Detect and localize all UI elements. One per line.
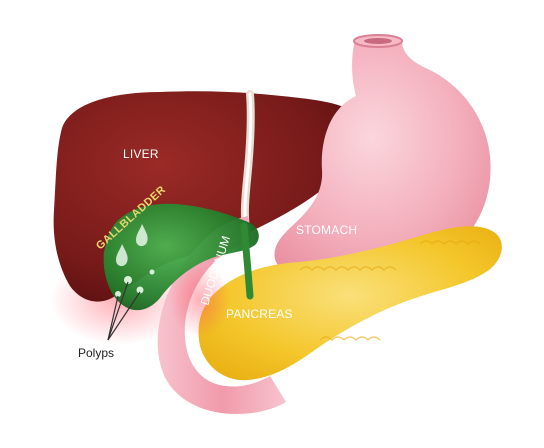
polyp-4 — [149, 269, 155, 275]
stomach-shape — [274, 40, 491, 284]
duodenum-glow — [170, 262, 230, 338]
bile-drop-2 — [116, 244, 128, 267]
liver-label: LIVER — [123, 147, 159, 161]
pancreas-texture — [299, 240, 481, 342]
polyps-label: Polyps — [78, 346, 114, 360]
polyp-2 — [136, 286, 144, 294]
falciform-highlight — [243, 92, 253, 230]
polyps-pointer-lines — [107, 281, 141, 341]
bile-drop-1 — [136, 224, 148, 247]
pancreas-label: PANCREAS — [226, 307, 293, 321]
polyp-3 — [115, 291, 121, 297]
stomach-label: STOMACH — [296, 223, 357, 237]
esophagus-lumen — [364, 38, 392, 44]
bile-duct — [240, 222, 254, 300]
polyp-1 — [124, 276, 132, 284]
pancreas-shape — [198, 226, 502, 381]
